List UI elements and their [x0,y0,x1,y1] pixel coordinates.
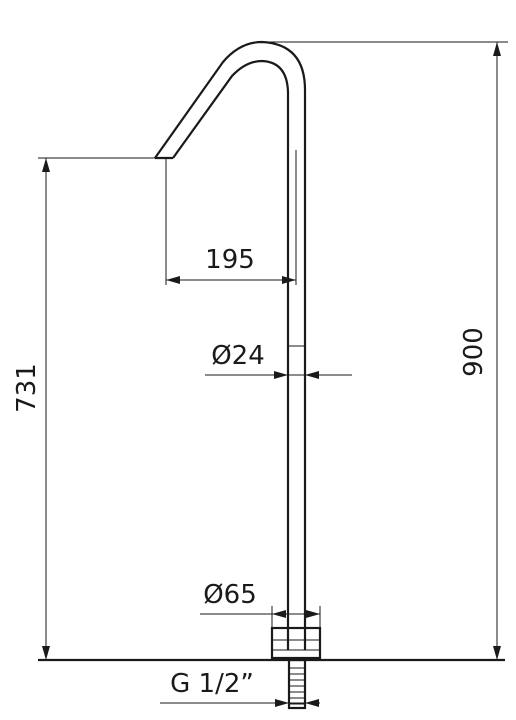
base-plate [270,626,322,660]
dimension-d24: Ø24 [205,341,352,379]
dimension-731: 731 [12,157,155,660]
dimension-label-total-height: 900 [459,327,489,377]
thread-body [287,658,307,710]
dimension-d65: Ø65 [200,580,321,628]
thread-connector [287,658,307,710]
dimension-label-thread: G 1/2” [170,669,254,699]
dimension-label-spout-reach: 195 [205,245,255,275]
dimension-thread: G 1/2” [160,669,320,707]
base-flange [270,626,322,660]
dimension-900: 900 [258,41,508,660]
dimension-label-spout-height: 731 [12,363,42,413]
faucet-inner-contour [172,59,290,650]
dimension-label-base-diameter: Ø65 [203,580,257,610]
dimension-195: 195 [166,245,296,284]
dimension-label-pipe-diameter: Ø24 [211,341,265,371]
